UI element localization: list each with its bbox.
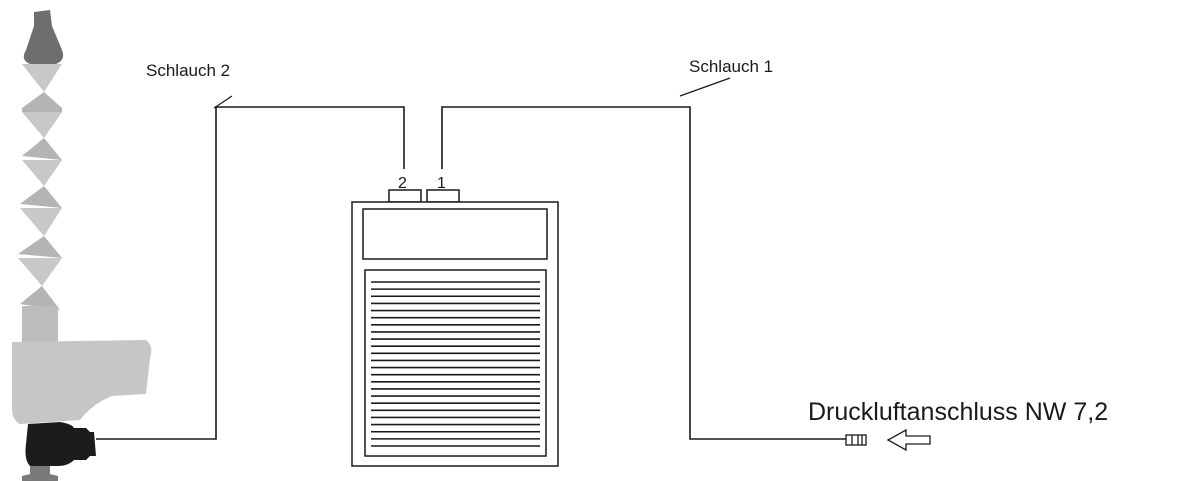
arm-segment [22,92,62,112]
hose-1-label: Schlauch 1 [689,57,773,76]
arm-coupling [25,422,96,466]
air-connector [845,434,867,446]
pneumatic-device: 2 1 [351,175,559,467]
hose-2-leader [213,95,233,109]
hose-1-line [441,106,846,440]
arm-segment [18,236,62,258]
arm-segment [22,112,62,138]
arm-segment [20,286,60,310]
arm-segment [22,160,62,186]
arm-base [12,340,152,424]
port-2-number: 2 [398,175,407,192]
arm-segment [20,208,62,236]
air-connection-label: Druckluftanschluss NW 7,2 [808,398,1108,426]
air-connector-plug [845,434,867,446]
articulated-arm [12,10,152,481]
hose-2-label: Schlauch 2 [146,61,230,80]
arm-stem [22,306,58,346]
arm-clamp [22,466,58,481]
arm-segment [22,64,62,92]
device-display-panel [362,208,548,260]
arm-segment [18,258,62,286]
nozzle-tip [23,10,64,64]
arm-segment [20,186,62,208]
arm-segment [22,138,62,160]
port-1-number: 1 [437,175,446,192]
device-vent-lines [371,281,540,447]
hose-1-leader [679,77,731,97]
device-vent-panel [364,269,547,457]
air-inlet-arrow-icon [886,428,931,452]
